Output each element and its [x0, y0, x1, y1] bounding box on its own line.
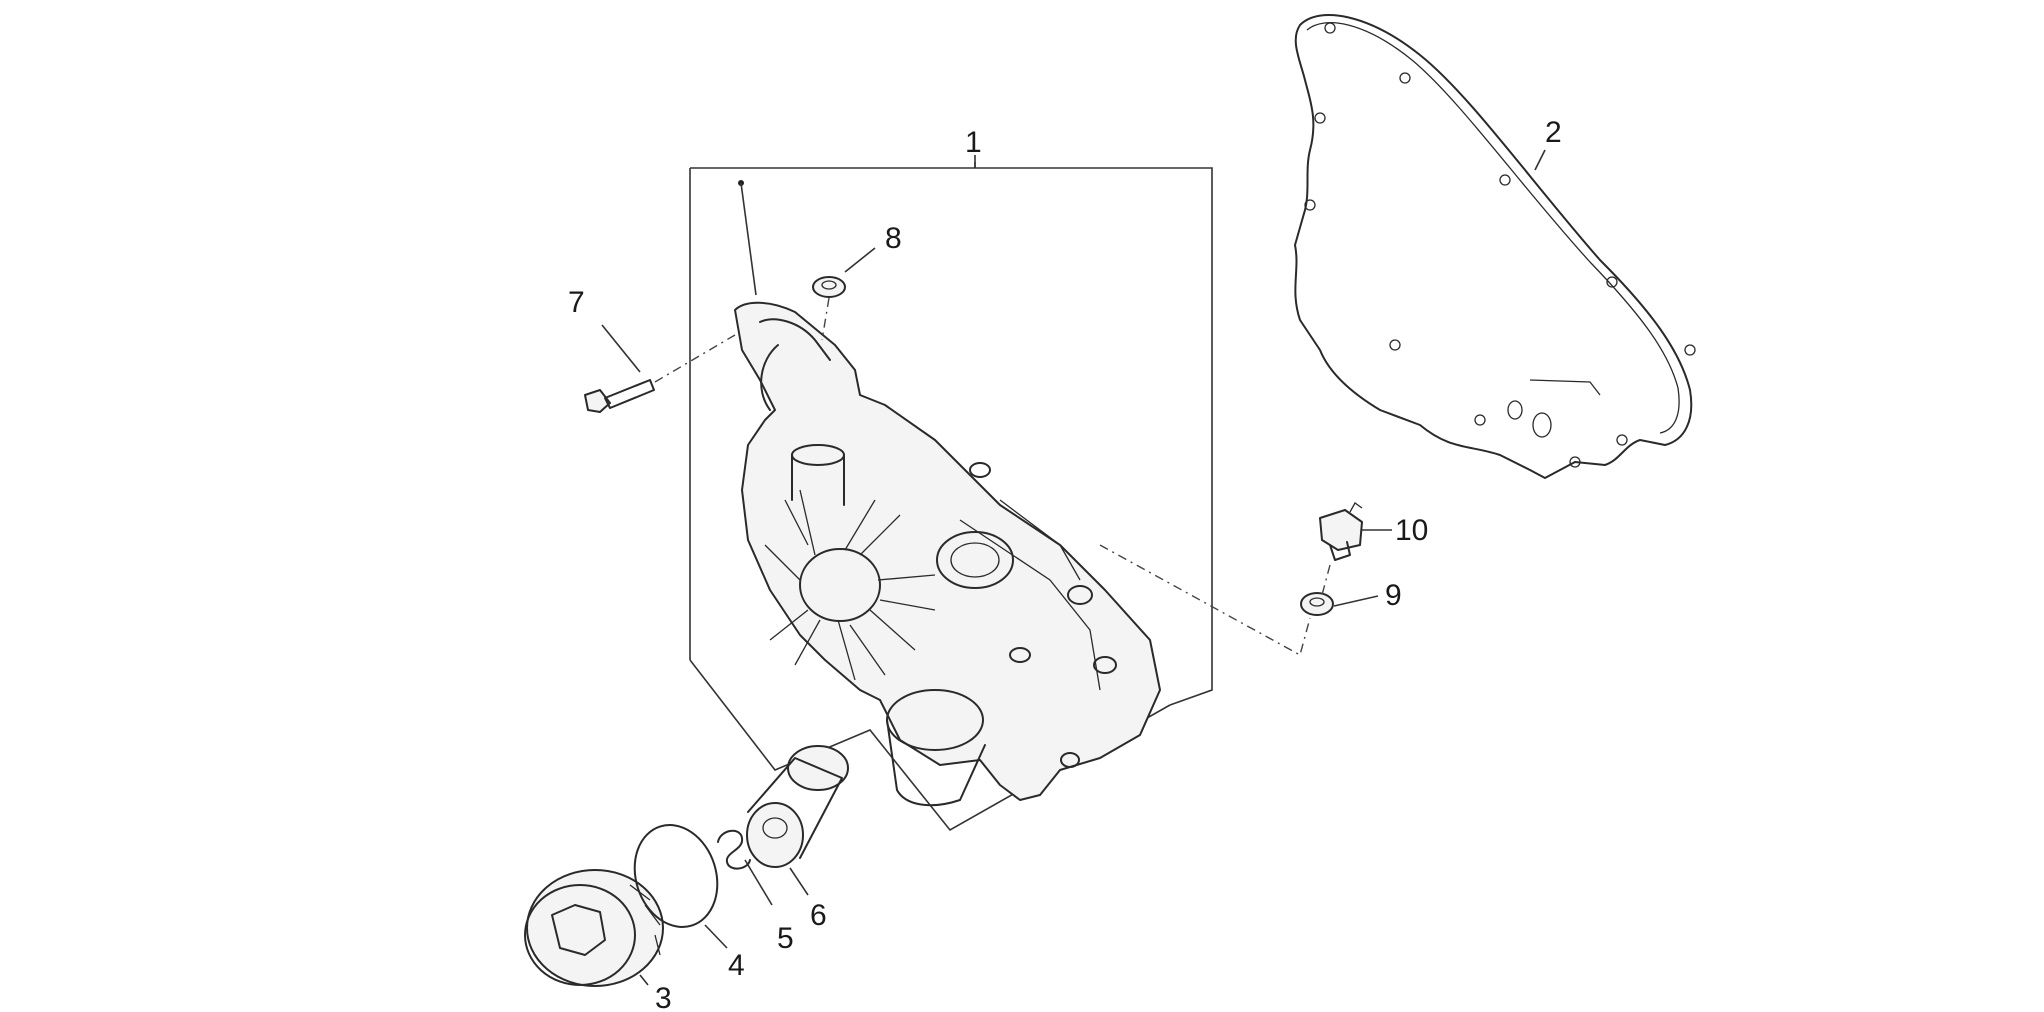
o-ring [633, 824, 719, 928]
callout-6: 6 [810, 899, 827, 932]
cover-cap [524, 869, 664, 987]
callout-5: 5 [777, 922, 794, 955]
assembly-bracket [689, 155, 1213, 832]
washer [1099, 544, 1334, 657]
seal-ring [812, 276, 846, 341]
engine-cover [734, 301, 1161, 807]
callout-1: 1 [965, 126, 982, 159]
callout-10: 10 [1395, 514, 1428, 547]
sensor [1319, 502, 1363, 561]
callout-8: 8 [885, 222, 902, 255]
callout-2: 2 [1545, 116, 1562, 149]
callout-3: 3 [655, 982, 672, 1012]
spring [717, 829, 751, 870]
bolt [584, 334, 736, 413]
callout-9: 9 [1385, 579, 1402, 612]
callout-7: 7 [568, 286, 585, 319]
callout-4: 4 [728, 949, 745, 982]
filter-element [746, 745, 849, 868]
leader-lines [601, 149, 1546, 986]
cover-gasket [1294, 14, 1696, 479]
